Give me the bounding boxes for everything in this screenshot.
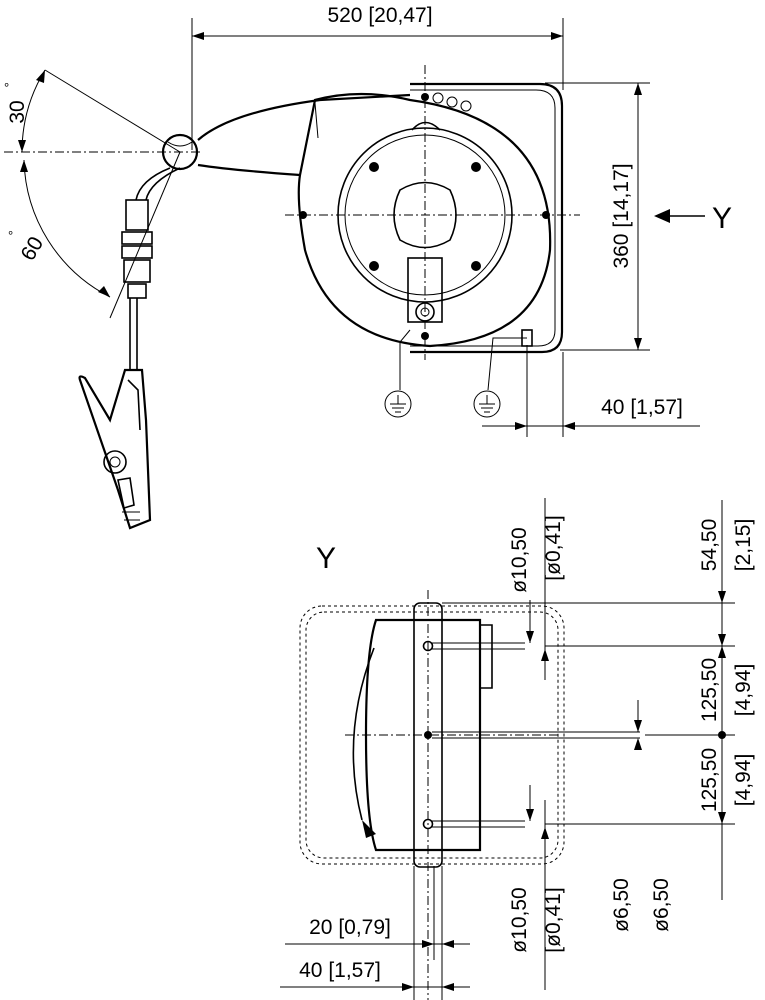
angle-upper-degree: ° — [4, 80, 9, 95]
width-small-dim: 20 [0,79] — [309, 916, 391, 939]
mounting-bracket — [410, 82, 564, 354]
spacing-upper-dim-inch: [4,94] — [732, 664, 755, 717]
view-y: Y ø10,50 — [280, 498, 755, 1000]
reel-housing — [297, 92, 552, 348]
top-hole-diameter-inch: [ø0,41] — [542, 515, 565, 580]
view-y-title: Y — [316, 542, 336, 575]
mount-hole — [422, 640, 525, 652]
spacing-upper-dim: 125,50 — [698, 658, 721, 722]
mount-hole — [424, 731, 640, 739]
view-arrow-icon: Y — [654, 202, 732, 235]
drum-hub — [393, 181, 457, 249]
bottom-hole-diameter: ø10,50 — [508, 887, 531, 952]
small-hole-diameter-1: ø6,50 — [610, 878, 633, 932]
angle-upper-label: 30 — [6, 100, 29, 123]
small-hole-diameter-2: ø6,50 — [650, 878, 673, 932]
housing-profile — [364, 618, 482, 852]
spacing-lower-dim: 125,50 — [698, 748, 721, 812]
spacing-lower-dim-inch: [4,94] — [732, 754, 755, 807]
width-dimension-label: 520 [20,47] — [327, 4, 432, 27]
top-offset-dim-inch: [2,15] — [732, 519, 755, 572]
ground-symbol-icon — [473, 390, 501, 418]
angle-lower-label: 60 — [17, 233, 49, 265]
mount-hole — [422, 818, 525, 830]
height-dimension: 360 [14,17] — [545, 82, 650, 351]
offset-dimension-label: 40 [1,57] — [601, 396, 683, 419]
reel-arm — [197, 93, 411, 177]
offset-dimension: 40 [1,57] — [482, 345, 700, 437]
ground-symbol-icon — [384, 390, 412, 418]
view-arrow-label: Y — [712, 202, 732, 235]
bottom-hole-diameter-inch: [ø0,41] — [542, 887, 565, 952]
cable-connector — [121, 199, 153, 299]
top-hole-diameter: ø10,50 — [508, 527, 531, 592]
width-large-dim: 40 [1,57] — [299, 959, 381, 982]
side-view: 520 [20,47] 360 [14,17] Y — [4, 4, 732, 530]
height-dimension-label: 360 [14,17] — [610, 163, 633, 268]
angle-lower-degree: ° — [8, 228, 13, 243]
top-offset-dim: 54,50 — [698, 519, 721, 572]
bracket-outline — [299, 605, 565, 865]
crocodile-clip-icon — [78, 368, 152, 530]
width-dimension: 520 [20,47] — [191, 4, 564, 150]
